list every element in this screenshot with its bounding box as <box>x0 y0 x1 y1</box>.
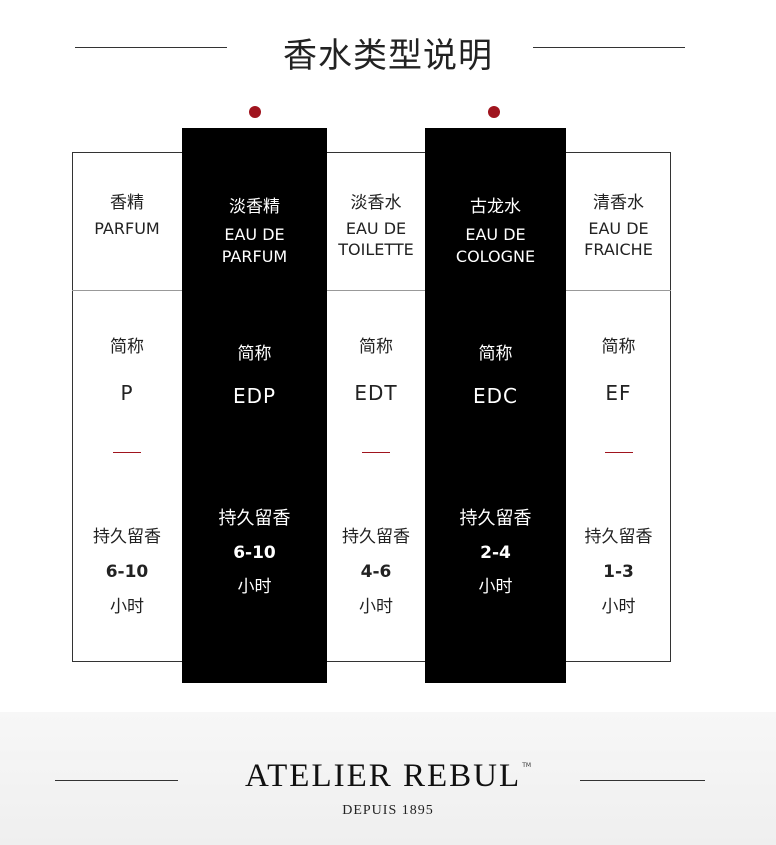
footer-rule-right <box>580 780 705 781</box>
duration-label: 持久留香 <box>342 527 410 547</box>
name-en: PARFUM <box>94 219 160 238</box>
title-rule-right <box>533 47 685 48</box>
footer-rule-left <box>55 780 178 781</box>
unit: 小时 <box>601 597 636 617</box>
column-parfum: 香精 PARFUM 简称 P 持久留香 6-10 小时 <box>72 152 182 662</box>
name-zh: 古龙水 <box>470 197 521 217</box>
duration-label: 持久留香 <box>218 508 291 529</box>
name-zh: 淡香水 <box>350 193 402 213</box>
abbr: EDP <box>232 384 277 408</box>
trademark: TM <box>522 762 532 769</box>
abbr: EF <box>605 381 632 405</box>
page-title: 香水类型说明 <box>283 36 493 76</box>
abbr: P <box>120 381 134 405</box>
hours: 4-6 <box>360 562 392 582</box>
name-en: COLOGNE <box>455 247 536 266</box>
unit: 小时 <box>237 577 272 597</box>
column-ef: 清香水 EAU DE FRAICHE 简称 EF 持久留香 1-3 小时 <box>566 152 671 662</box>
duration-label: 持久留香 <box>459 508 532 529</box>
abbr-label: 简称 <box>237 344 272 364</box>
brand-tagline: DEPUIS 1895 <box>342 803 434 818</box>
table-divider <box>72 290 671 291</box>
footer <box>0 712 776 845</box>
hours: 6-10 <box>233 543 276 563</box>
unit: 小时 <box>110 597 144 617</box>
hours: 2-4 <box>480 543 511 563</box>
column-edp: 淡香精 EAU DE PARFUM 简称 EDP 持久留香 6-10 小时 <box>182 128 327 683</box>
name-en: FRAICHE <box>584 240 653 259</box>
column-edt: 淡香水 EAU DE TOILETTE 简称 EDT 持久留香 4-6 小时 <box>327 152 425 662</box>
name-en: TOILETTE <box>338 240 414 259</box>
hours: 1-3 <box>603 562 634 582</box>
name-en: EAU DE <box>345 219 407 238</box>
name-en: PARFUM <box>221 247 288 266</box>
highlight-dot <box>488 106 500 118</box>
column-edc: 古龙水 EAU DE COLOGNE 简称 EDC 持久留香 2-4 小时 <box>425 128 566 683</box>
name-zh: 淡香精 <box>229 197 280 217</box>
abbr-label: 简称 <box>478 344 513 364</box>
hours: 6-10 <box>105 562 149 582</box>
accent-dash <box>604 452 633 453</box>
title-rule-left <box>75 47 227 48</box>
abbr-label: 简称 <box>601 337 636 357</box>
duration-label: 持久留香 <box>584 527 653 547</box>
brand-logo-line: ATELIER REBULTM <box>0 758 776 795</box>
name-en: EAU DE <box>465 225 526 244</box>
duration-label: 持久留香 <box>93 527 161 547</box>
abbr: EDT <box>354 381 398 405</box>
abbr: EDC <box>472 384 518 408</box>
abbr-label: 简称 <box>359 337 393 357</box>
name-zh: 香精 <box>110 193 144 213</box>
name-en: EAU DE <box>588 219 649 238</box>
accent-dash <box>362 452 390 453</box>
highlight-dot <box>249 106 261 118</box>
abbr-label: 简称 <box>110 337 144 357</box>
accent-dash <box>113 452 141 453</box>
unit: 小时 <box>478 577 513 597</box>
comparison-table <box>72 152 671 662</box>
brand-logo: ATELIER REBUL <box>244 758 522 794</box>
name-en: EAU DE <box>224 225 285 244</box>
name-zh: 清香水 <box>593 193 644 213</box>
unit: 小时 <box>359 597 393 617</box>
